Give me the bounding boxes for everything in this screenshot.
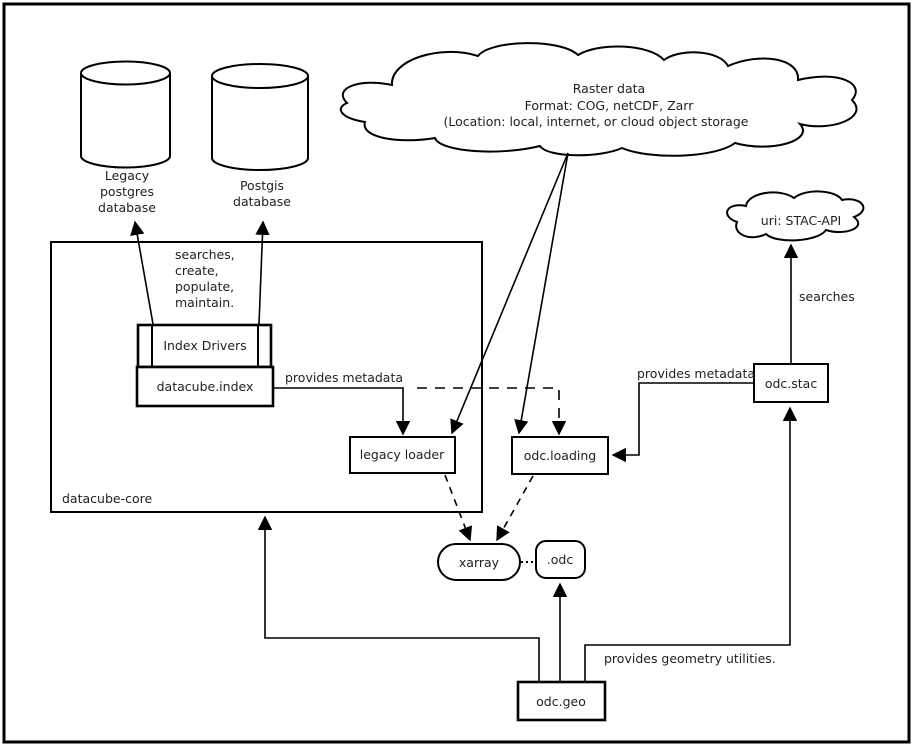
provides-metadata-stac-label: provides metadata (637, 366, 755, 381)
postgis-db-label-1: Postgis (240, 178, 284, 193)
arrow-cloud-to-legacy-loader (450, 152, 569, 435)
arrow-legacy-loader-to-xarray (444, 474, 473, 542)
legacy-db-label-1: Legacy (105, 168, 150, 183)
provides-metadata-core-label: provides metadata (285, 370, 403, 385)
arrow-odc-stac-to-odc-loading (611, 382, 754, 463)
arrow-index-to-legacy-db (130, 220, 154, 325)
xarray-label: xarray (459, 555, 500, 570)
stac-api-cloud (726, 190, 865, 242)
odc-stac-label: odc.stac (765, 376, 818, 391)
geometry-utilities-label: provides geometry utilities. (604, 651, 776, 666)
index-actions-3: populate, (175, 279, 234, 294)
legacy-loader-box (349, 436, 456, 474)
arrow-index-to-postgis-db (255, 220, 270, 325)
datacube-core-label: datacube-core (62, 491, 152, 506)
odc-accessor-node (535, 540, 586, 579)
index-drivers-label: Index Drivers (163, 338, 246, 353)
postgis-database-cylinder (211, 63, 309, 171)
raster-cloud-label-3: (Location: local, internet, or cloud obj… (444, 114, 749, 129)
stac-cloud-label: uri: STAC-API (761, 213, 841, 228)
odc-loading-box (511, 436, 609, 475)
odc-geo-label: odc.geo (536, 694, 586, 709)
index-actions-1: searches, (175, 247, 235, 262)
odc-loading-label: odc.loading (524, 448, 596, 463)
arrow-index-to-legacy-loader (273, 387, 411, 436)
odc-accessor-label: .odc (547, 552, 574, 567)
legacy-db-label-2: postgres (100, 184, 154, 199)
legacy-postgres-database-cylinder (80, 60, 171, 169)
index-actions-2: create, (175, 263, 219, 278)
raster-data-cloud (339, 42, 858, 157)
arrow-odc-geo-to-core (257, 515, 540, 682)
index-drivers-box (136, 323, 273, 369)
odc-geo-box (516, 680, 607, 722)
datacube-index-box (135, 365, 275, 408)
raster-cloud-label-1: Raster data (573, 81, 645, 96)
searches-label: searches (799, 289, 855, 304)
datacube-index-label: datacube.index (157, 379, 254, 394)
arrow-cloud-to-odc-loading (514, 152, 569, 435)
postgis-db-label-2: database (233, 194, 291, 209)
legacy-loader-label: legacy loader (360, 447, 445, 462)
index-actions-4: maintain. (175, 295, 234, 310)
xarray-node (437, 543, 521, 581)
legacy-db-label-3: database (98, 200, 156, 215)
arrow-odc-loading-to-xarray (496, 475, 534, 542)
raster-cloud-label-2: Format: COG, netCDF, Zarr (525, 98, 695, 113)
arrow-odc-geo-to-odc-stac (584, 406, 798, 682)
